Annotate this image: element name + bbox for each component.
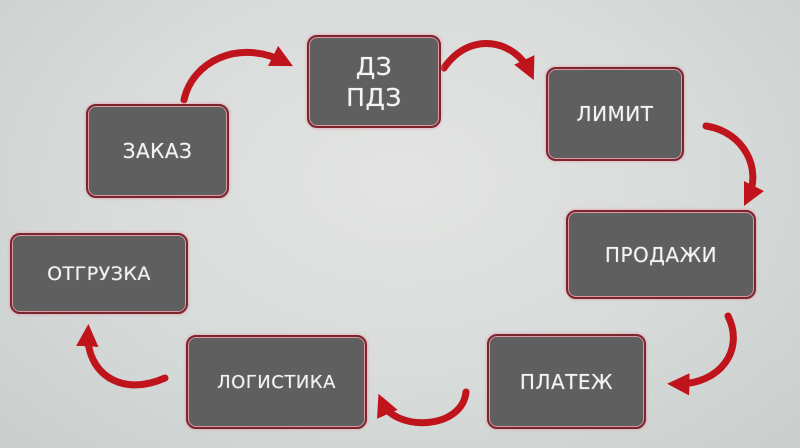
arrow-prodazhi-to-platezh — [667, 312, 737, 396]
node-logistika: ЛОГИСТИКА — [186, 335, 367, 429]
node-logistika-label: ЛОГИСТИКА — [217, 371, 336, 393]
node-zakaz: ЗАКАЗ — [86, 104, 229, 198]
node-zakaz-label: ЗАКАЗ — [122, 139, 193, 163]
node-dz-line2: ПДЗ — [346, 82, 402, 112]
node-prodazhi: ПРОДАЖИ — [566, 210, 756, 299]
node-dz-line1: ДЗ — [355, 51, 393, 81]
node-limit-label: ЛИМИТ — [576, 102, 654, 126]
node-limit: ЛИМИТ — [546, 67, 684, 161]
arrow-zakaz-to-dz — [180, 45, 293, 104]
arrow-dz-to-limit — [440, 40, 535, 81]
node-prodazhi-label: ПРОДАЖИ — [604, 242, 718, 267]
node-otgruzka: ОТГРУЗКА — [10, 233, 188, 314]
node-platezh: ПЛАТЕЖ — [487, 334, 646, 429]
node-dz-pdz: ДЗ ПДЗ — [307, 35, 441, 128]
node-platezh-label: ПЛАТЕЖ — [519, 369, 614, 394]
arrow-platezh-to-logistika — [377, 388, 470, 427]
arrow-limit-to-prodazhi — [702, 122, 765, 207]
arrow-logistika-to-otgruzka — [76, 324, 169, 389]
node-otgruzka-label: ОТГРУЗКА — [47, 262, 151, 285]
